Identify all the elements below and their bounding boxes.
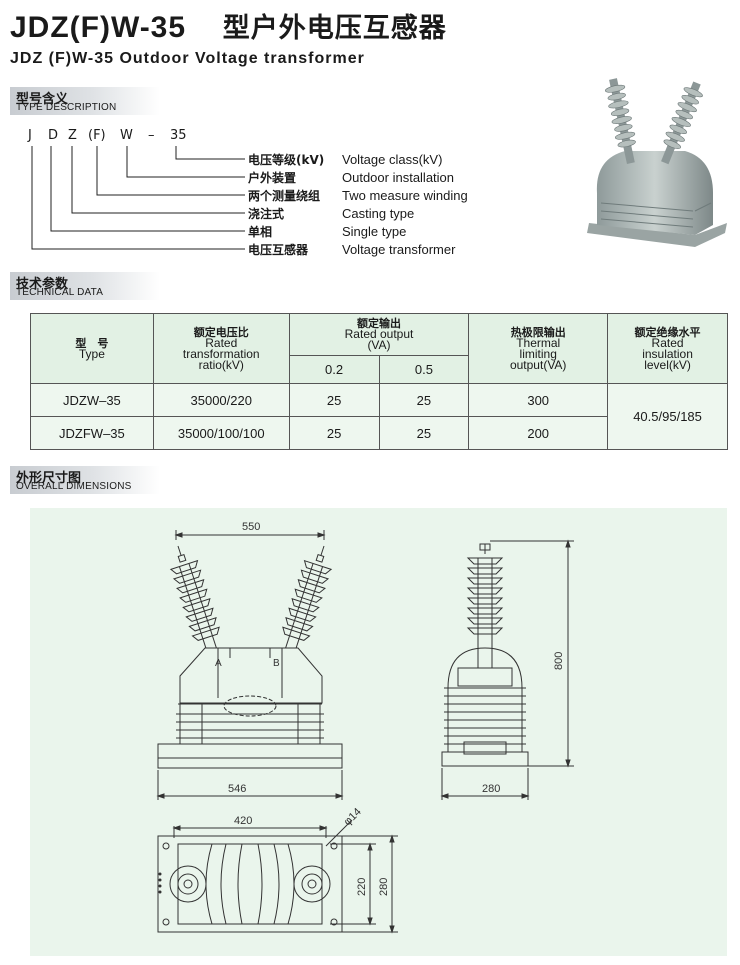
code-letter: Z — [68, 128, 77, 143]
cell-output-05: 25 — [378, 383, 470, 417]
legend-en: Single type — [342, 224, 407, 239]
page-title: JDZ(F)W-35 型户外电压互感器 — [10, 6, 447, 45]
cell-ratio: 35000/220 — [152, 383, 290, 417]
header-zh: 额定输出 — [357, 317, 401, 330]
cell-output-05: 25 — [378, 416, 470, 450]
header-zh: 额定绝缘水平 — [634, 325, 701, 339]
dim-plan-width: 420 — [234, 815, 252, 827]
legend-item: 两个测量绕组 Two measure winding — [248, 187, 468, 205]
plan-view — [157, 819, 398, 934]
section-title-en: TECHNICAL DATA — [16, 287, 104, 298]
legend-item: 电压互感器 Voltage transformer — [248, 241, 455, 259]
cell-thermal: 200 — [468, 416, 609, 450]
dim-side-width: 280 — [482, 783, 500, 795]
dim-hole-diameter: φ14 — [342, 806, 364, 828]
legend-en: Voltage class(kV) — [342, 152, 443, 167]
model-code: J D Z (F) W – 35 — [28, 128, 198, 146]
header-en: Thermal — [516, 335, 561, 350]
header-en: insulation — [642, 346, 693, 361]
cell-output-02: 25 — [288, 416, 380, 450]
code-letter: J — [28, 128, 32, 143]
legend-zh: 电压等级(kV) — [248, 153, 325, 167]
section-title-zh: 外形尺寸图 — [16, 471, 82, 486]
section-type-description: 型号含义 TYPE DESCRIPTION — [10, 87, 178, 115]
dimension-drawing: A B — [156, 521, 574, 934]
section-bar — [10, 272, 160, 300]
code-letter: (F) — [88, 128, 106, 143]
header-ratio: 额定电压比 Rated transformation ratio(kV) — [152, 313, 290, 384]
section-title-en: OVERALL DIMENSIONS — [16, 481, 132, 492]
section-bar — [10, 87, 160, 115]
header-output: 额定输出 Rated output (VA) — [288, 313, 470, 356]
dimension-drawing-panel: A B — [30, 508, 727, 956]
section-title-zh: 型号含义 — [16, 92, 69, 107]
header-en: (VA) — [367, 338, 391, 352]
legend-zh: 户外装置 — [248, 171, 297, 185]
legend-zh: 电压互感器 — [248, 243, 309, 257]
dim-plan-inner: 220 — [356, 878, 368, 896]
section-bar — [10, 466, 160, 494]
cell-ratio: 35000/100/100 — [152, 416, 290, 450]
cell-thermal: 300 — [468, 383, 609, 417]
dim-front-base-width: 546 — [228, 783, 246, 795]
section-overall-dimensions: 外形尺寸图 OVERALL DIMENSIONS — [10, 466, 178, 494]
legend-item: 户外装置 Outdoor installation — [248, 169, 454, 187]
front-view: A B — [156, 530, 344, 800]
code-letter: 35 — [170, 128, 187, 143]
terminal-a-label: A — [215, 658, 222, 669]
legend-zh: 浇注式 — [248, 207, 285, 221]
legend-en: Casting type — [342, 206, 415, 221]
code-letter: – — [148, 128, 155, 143]
header-en: ratio(kV) — [198, 357, 244, 372]
section-title-en: TYPE DESCRIPTION — [16, 102, 117, 113]
legend-zh: 单相 — [248, 225, 273, 239]
cell-type: JDZW–35 — [30, 383, 154, 417]
table-row: JDZFW–35 35000/100/100 25 25 200 — [30, 416, 728, 450]
section-technical-data: 技术参数 TECHNICAL DATA — [10, 272, 178, 300]
header-en: Rated — [651, 335, 684, 350]
header-en: limiting — [519, 346, 557, 361]
code-letter: W — [120, 128, 133, 143]
title-model: JDZ(F)W-35 — [10, 11, 187, 44]
header-thermal: 热极限输出 Thermal limiting output(VA) — [468, 313, 609, 384]
header-type: 型 号 Type — [30, 313, 154, 384]
dim-front-top-width: 550 — [242, 521, 260, 533]
cell-insulation: 40.5/95/185 — [607, 383, 728, 450]
header-zh: 型 号 — [75, 336, 109, 350]
header-en: level(kV) — [644, 357, 691, 372]
page-subtitle: JDZ (F)W-35 Outdoor Voltage transformer — [10, 50, 365, 67]
cell-type: JDZFW–35 — [30, 416, 154, 450]
side-view — [440, 539, 574, 800]
terminal-b-label: B — [273, 658, 280, 669]
table-row: JDZW–35 35000/220 25 25 300 40.5/95/185 — [30, 383, 728, 450]
legend-en: Voltage transformer — [342, 242, 456, 257]
section-title-zh: 技术参数 — [16, 277, 69, 292]
header-en: Rated — [205, 335, 238, 350]
header-en: transformation — [182, 346, 260, 361]
product-photo — [587, 78, 727, 247]
legend-item: 单相 Single type — [248, 223, 406, 241]
header-output-05: 0.5 — [378, 355, 470, 384]
dim-plan-outer: 280 — [378, 878, 390, 896]
header-output-02: 0.2 — [288, 355, 380, 384]
code-leader-lines — [31, 146, 245, 250]
legend-item: 浇注式 Casting type — [248, 205, 414, 223]
title-chinese: 型户外电压互感器 — [222, 13, 447, 44]
code-letter: D — [48, 128, 59, 143]
legend-en: Two measure winding — [342, 188, 468, 203]
header-en: Rated output — [344, 327, 414, 341]
header-insulation: 额定绝缘水平 Rated insulation level(kV) — [607, 313, 728, 384]
cell-output-02: 25 — [288, 383, 380, 417]
header-zh: 热极限输出 — [510, 325, 566, 339]
header-en: Type — [78, 346, 105, 361]
dim-side-height: 800 — [553, 652, 565, 670]
legend-zh: 两个测量绕组 — [248, 189, 321, 203]
header-en: output(VA) — [509, 357, 567, 372]
technical-data-table: 型 号 Type 额定电压比 Rated transformation rati… — [30, 313, 728, 450]
header-zh: 额定电压比 — [193, 325, 249, 339]
legend-item: 电压等级(kV) Voltage class(kV) — [248, 151, 442, 169]
legend-en: Outdoor installation — [342, 170, 455, 185]
